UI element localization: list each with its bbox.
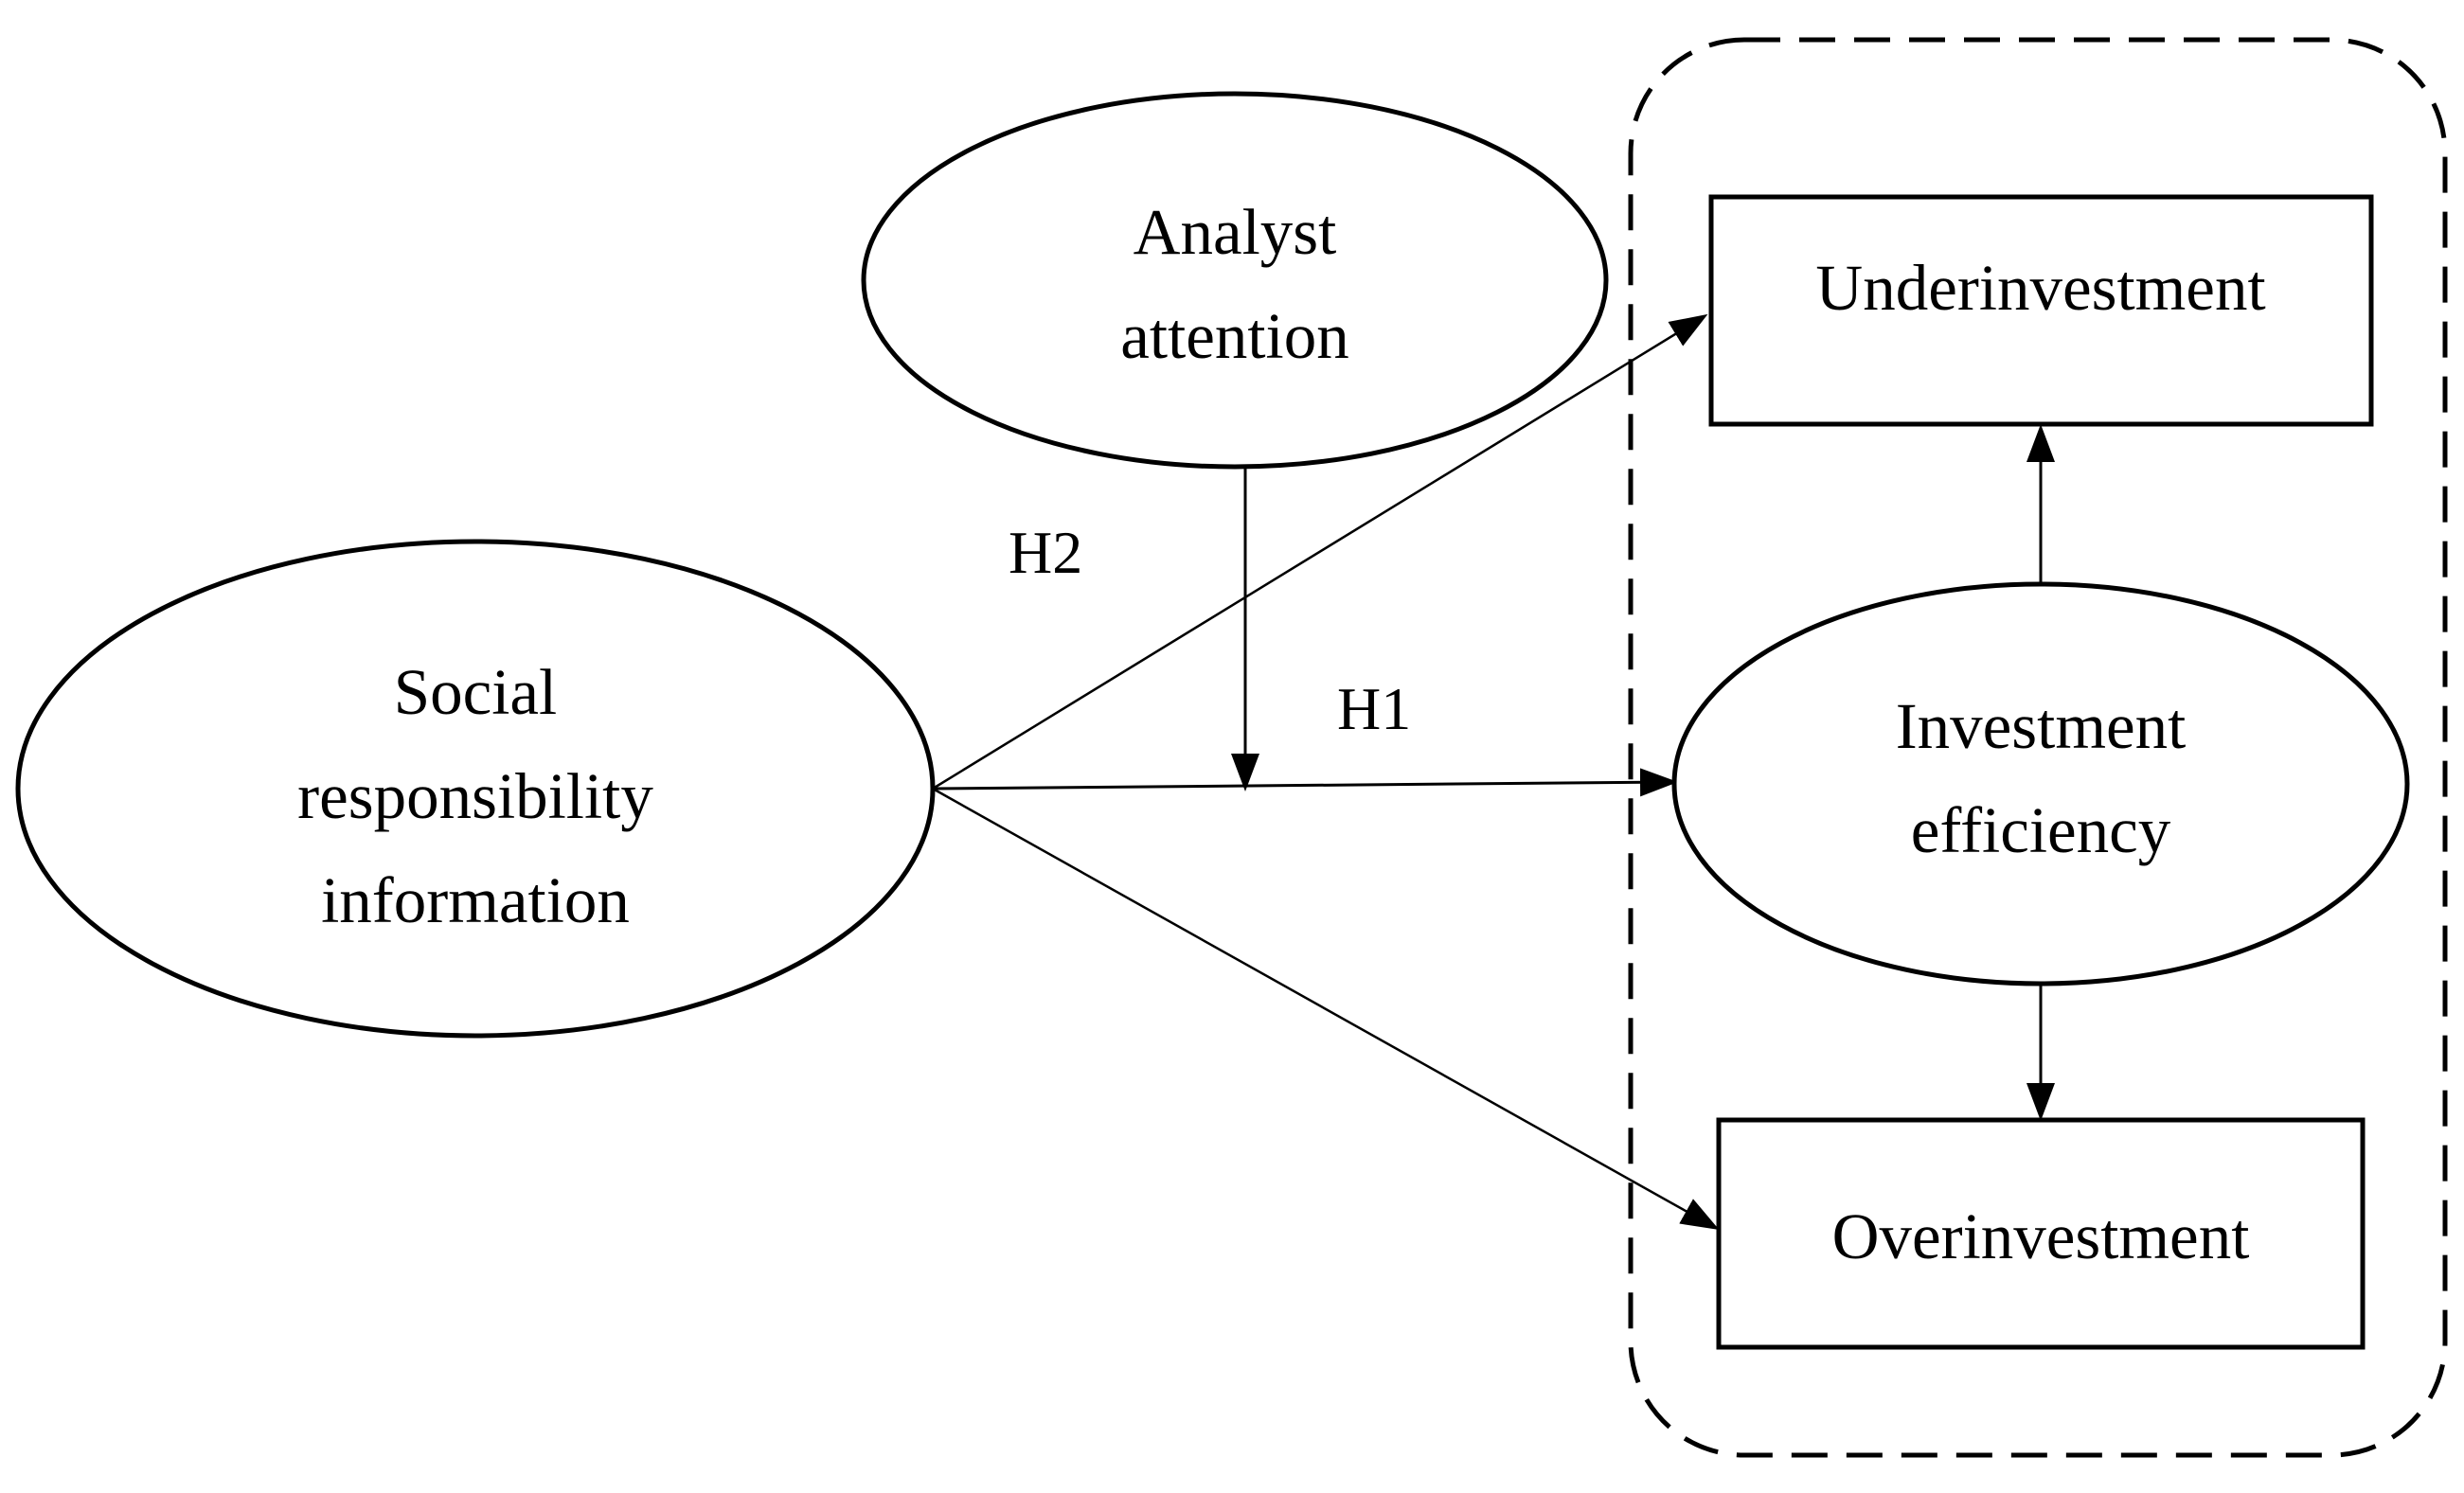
node-analyst-attention: Analyst attention: [861, 91, 1609, 470]
edge-social-to-underinvestment: [932, 313, 1708, 791]
edge-social-to-overinvestment: [932, 787, 1720, 1230]
analyst-label-line-1: Analyst: [1134, 196, 1337, 268]
overinvestment-label: Overinvestment: [1832, 1200, 2250, 1272]
investment-efficiency-label-line-2: efficiency: [1911, 794, 2171, 866]
node-underinvestment: Underinvestment: [1708, 194, 2374, 427]
underinvestment-label: Underinvestment: [1815, 252, 2265, 324]
edge-h1-social-to-investment-efficiency: [932, 768, 1678, 797]
social-label-line-1: Social: [394, 656, 557, 728]
hypothesis-label-h2: H2: [1009, 519, 1082, 586]
node-overinvestment: Overinvestment: [1716, 1117, 2366, 1350]
analyst-label-line-2: attention: [1120, 300, 1348, 372]
investment-efficiency-label-line-1: Investment: [1896, 690, 2187, 762]
node-social-responsibility-information: Social responsibility information: [15, 539, 936, 1039]
social-label-line-2: responsibility: [297, 760, 653, 832]
hypothesis-label-h1: H1: [1337, 675, 1411, 742]
outcome-group-dashed-box: [1628, 37, 2448, 1458]
social-label-line-3: information: [321, 864, 630, 936]
node-investment-efficiency: Investment efficiency: [1671, 581, 2410, 986]
